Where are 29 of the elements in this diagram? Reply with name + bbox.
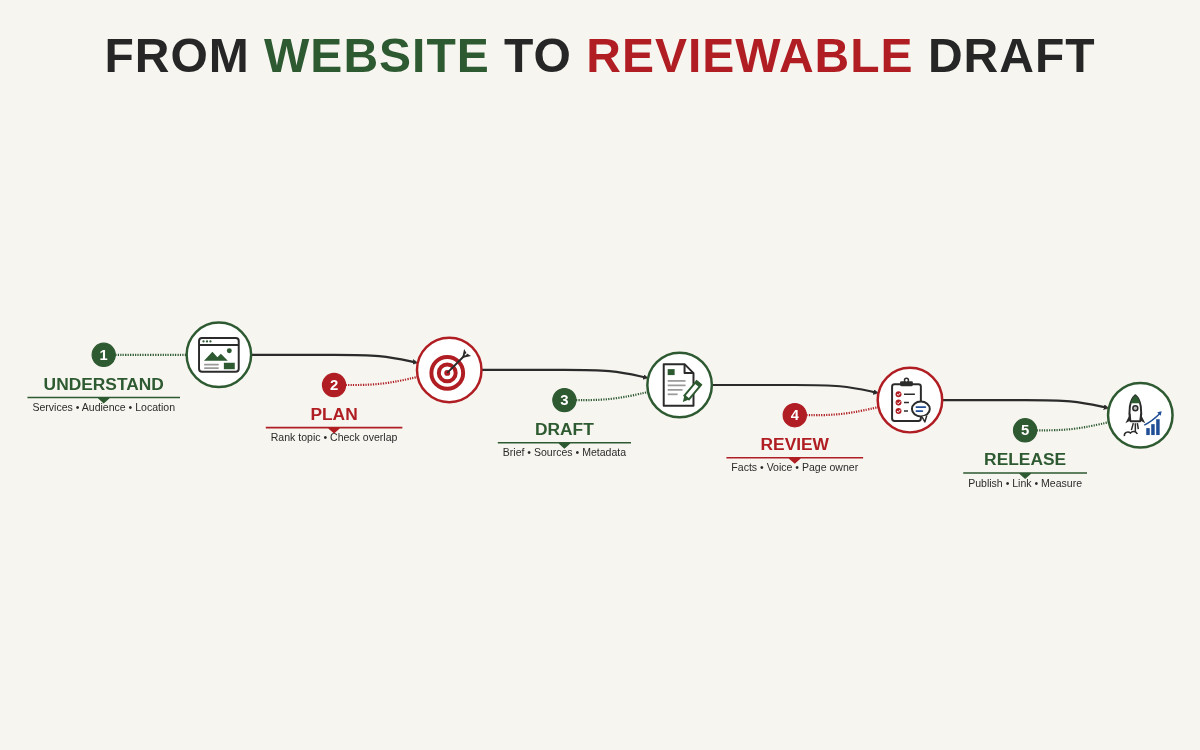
arrow: [711, 383, 879, 395]
step-items: Brief • Sources • Metadata: [502, 446, 627, 459]
step-items: Facts • Voice • Page owner: [731, 461, 859, 474]
title: FROM WEBSITE TO REVIEWABLE DRAFT: [104, 28, 1096, 83]
number-badge: 3: [552, 387, 577, 413]
arrow: [942, 399, 1110, 410]
step-title: DRAFT: [535, 419, 594, 440]
step-circle: [1106, 381, 1174, 449]
dotted-connector: [345, 375, 418, 387]
dotted-connector: [115, 353, 187, 356]
step-title: RELEASE: [984, 449, 1067, 470]
step-items: Services • Audience • Location: [32, 401, 175, 414]
step-items: Publish • Link • Measure: [968, 476, 1083, 489]
dotted-connector: [806, 406, 879, 417]
step-title: PLAN: [310, 404, 358, 425]
number-badge: 2: [321, 372, 347, 398]
step-circle: [646, 351, 714, 419]
step-items: Rank topic • Check overlap: [270, 431, 398, 444]
arrow: [251, 353, 418, 365]
step-circle: [415, 336, 483, 404]
step-circle: [185, 321, 253, 389]
step-title: UNDERSTAND: [43, 374, 164, 394]
arrow: [481, 368, 649, 380]
number-badge: 4: [782, 403, 807, 428]
step-title: REVIEW: [760, 434, 829, 455]
dotted-connector: [576, 390, 649, 402]
step-circle: [876, 366, 944, 434]
number-badge: 1: [91, 342, 116, 368]
number-badge: 5: [1012, 418, 1038, 443]
